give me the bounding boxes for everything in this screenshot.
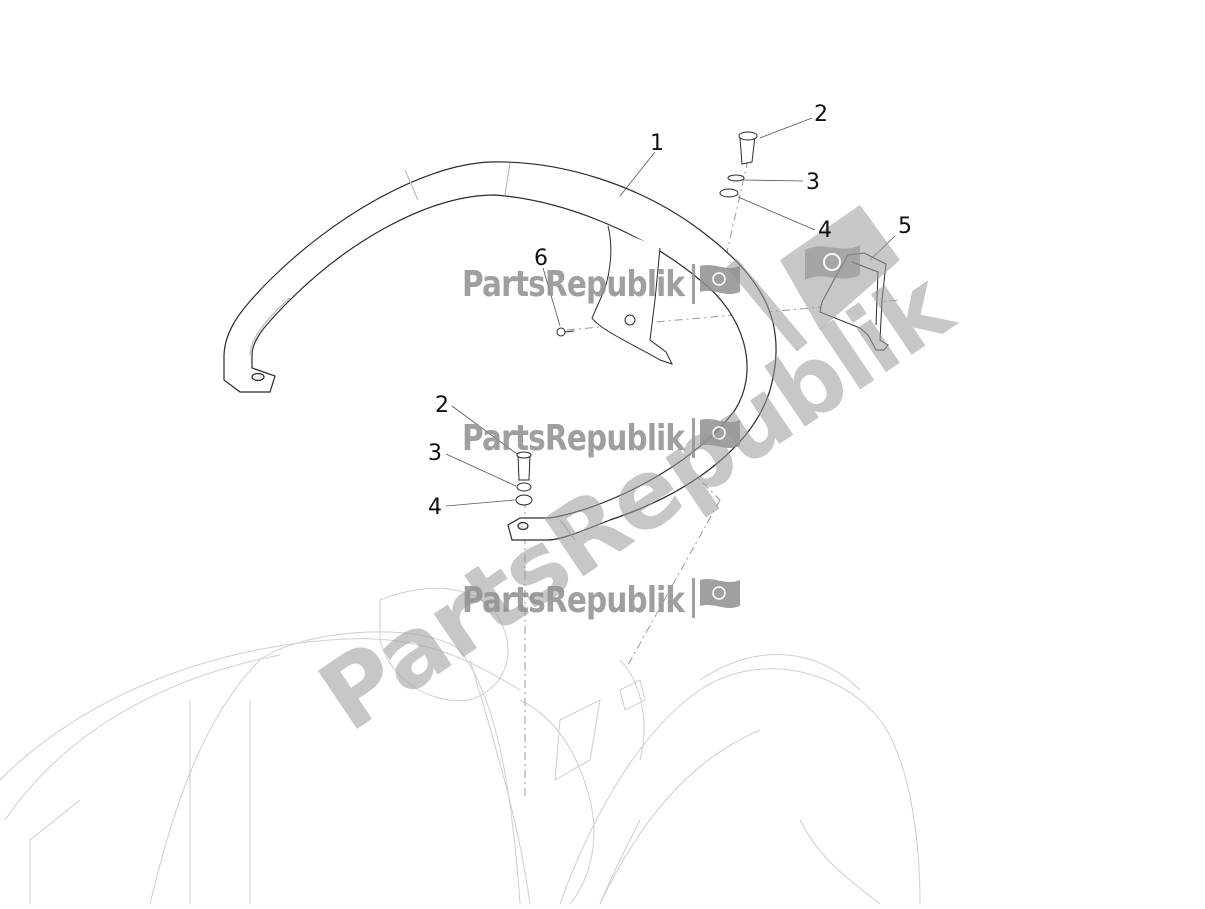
flag-icon [805,245,860,280]
watermark-flags [692,245,860,618]
bottom-fastener-stack [515,451,533,506]
callout-4-top[interactable]: 4 [818,218,832,243]
callout-1[interactable]: 1 [650,131,664,156]
callout-3-bottom[interactable]: 3 [428,441,442,466]
callout-2-top[interactable]: 2 [814,102,828,127]
watermark-text: PartsRepublik [462,418,685,459]
callout-2-bottom[interactable]: 2 [435,393,449,418]
rack-bracket [591,225,673,365]
flag-icon [692,578,740,618]
callout-5[interactable]: 5 [898,214,912,239]
watermark-text: PartsRepublik [462,264,685,305]
callout-6[interactable]: 6 [534,246,548,271]
callout-3-top[interactable]: 3 [806,170,820,195]
flag-icon [692,418,740,458]
watermark-text: PartsRepublik [462,580,685,621]
top-fastener-stack [719,131,758,198]
scooter-body-outline [0,587,921,905]
screw-6 [556,327,575,337]
rear-rack-tube [223,161,777,541]
flag-icon [692,264,740,304]
callout-4-bottom[interactable]: 4 [428,495,442,520]
